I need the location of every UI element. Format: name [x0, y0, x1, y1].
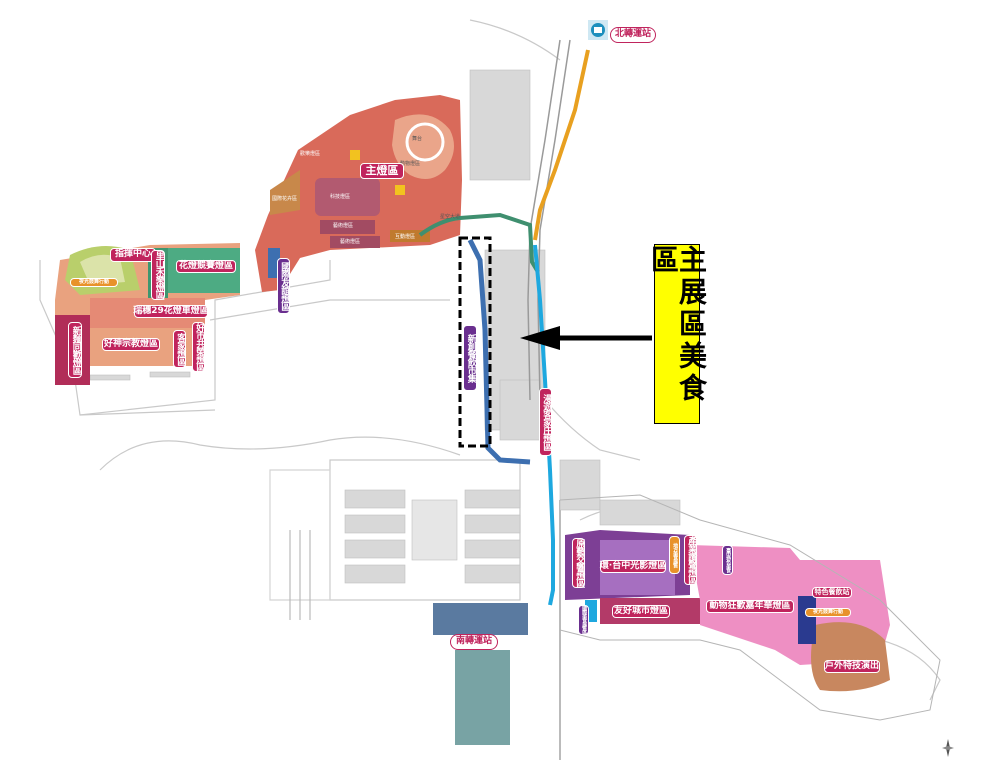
- minor-label: 星空大道: [440, 214, 461, 220]
- compass-icon: [942, 739, 954, 757]
- stage-north-label: 夜光鼓舞行動: [70, 278, 118, 287]
- outdoor-label: 戶外特技演出: [824, 660, 880, 673]
- outdoor-area: [811, 622, 890, 692]
- taichung-light-label: 環·台中光影燈區: [600, 560, 666, 573]
- hakka-label: 客家燈區: [173, 330, 186, 368]
- navy-block: [798, 596, 816, 644]
- south-station-label: 南轉運站: [450, 634, 498, 650]
- east-stand-label: 臺中特色美食: [722, 545, 733, 575]
- minor-label: 舞台: [412, 136, 423, 142]
- creative-market-label: 新創餐飲市集: [463, 325, 477, 391]
- tech-zone: [315, 178, 380, 216]
- background-roads: [39, 19, 941, 760]
- south-teal-block: [455, 650, 510, 745]
- goodgod-label: 好神宗教燈區: [102, 338, 160, 351]
- special-ticket-label: 特色餐飲站: [812, 587, 852, 598]
- minor-label: 互動燈區: [395, 234, 416, 240]
- friendly-city-label: 友好城市燈區: [612, 605, 670, 618]
- stage-south-label: 夜光鼓舞行動: [805, 608, 851, 617]
- dashed-highlight: [458, 236, 492, 448]
- hakka-village-label: 漫遊客家庄燈區: [539, 388, 552, 456]
- intl-flower-zone: [270, 170, 300, 215]
- side-stand-label: 國際美食展售區: [578, 605, 589, 635]
- market-strip: [467, 238, 531, 465]
- satoyama-label: 里山禾樂燈區: [151, 250, 165, 300]
- minor-label: 科技燈區: [330, 194, 351, 200]
- south-station-block: [433, 603, 528, 635]
- southeast-outline: [559, 494, 941, 721]
- minor-label: 藝術燈區: [340, 239, 361, 245]
- green-walkway: [418, 212, 540, 274]
- blue-path: [533, 244, 555, 606]
- minor-label: 動物燈區: [400, 161, 421, 167]
- orange-path: [533, 49, 590, 241]
- arrow-icon: [520, 326, 652, 350]
- north-station-label: 北轉運站: [610, 27, 656, 43]
- west-green-inner: [80, 254, 125, 285]
- main-food-callout: 主展區美食區: [647, 244, 708, 424]
- metro-icon: [588, 20, 608, 40]
- main-lantern-label: 主燈區: [360, 163, 404, 179]
- art-zone-1: [320, 220, 375, 234]
- minor-label: 歡樂燈區: [300, 151, 321, 157]
- local-food-label: 地方美食展售: [669, 536, 680, 574]
- original-label: 原藝交響燈區: [572, 538, 585, 588]
- good-market-label: 好市共榮燈區: [192, 322, 205, 372]
- industry-label: 產業讚聲燈區: [684, 535, 697, 585]
- main-stage-circle: [405, 122, 445, 162]
- ruisui-label: 瑞穗29花燈車燈區: [133, 305, 209, 318]
- background-buildings: [89, 69, 681, 584]
- flower-lantern-label: 花燈競賽燈區: [176, 260, 236, 273]
- xinqu-label: 新麵同歡燈區: [68, 322, 82, 378]
- yellow-blocks: [350, 150, 405, 195]
- art-zone-2: [330, 236, 380, 248]
- minor-label: 藝術燈區: [333, 223, 354, 229]
- intl-friend-label: 國際友誼燈區: [277, 258, 290, 314]
- minor-label: 國際花卉區: [272, 196, 298, 202]
- command-center-label: 指揮中心: [110, 248, 156, 262]
- animal-label: 動物狂歡嘉年華燈區: [706, 600, 794, 613]
- callout-text: 主展區美食區: [647, 245, 708, 405]
